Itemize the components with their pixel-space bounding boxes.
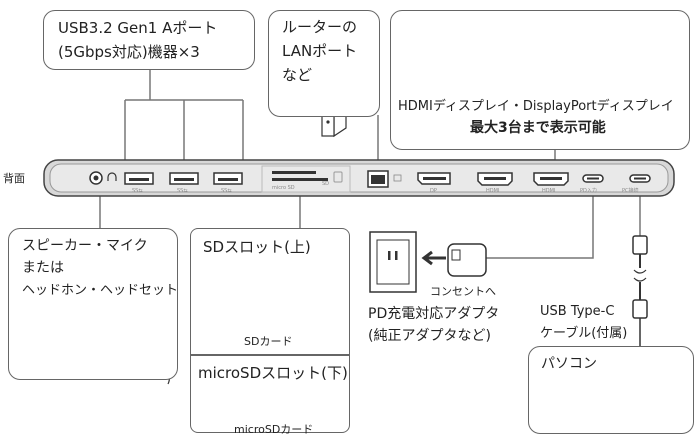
usb-c-pd-port bbox=[582, 174, 604, 183]
hdmi-port bbox=[533, 172, 569, 186]
usb-callout-line1: USB3.2 Gen1 Aポート bbox=[58, 19, 218, 37]
display-callout-line2: 最大3台まで表示可能 bbox=[470, 120, 606, 136]
sd-card-label: SDカード bbox=[244, 335, 293, 348]
usb-a-port bbox=[213, 172, 243, 185]
usb-mark: SS⇆ bbox=[132, 188, 143, 194]
outlet-label: コンセントへ bbox=[430, 285, 496, 298]
cable-label-line2: ケーブル(付属) bbox=[540, 326, 628, 341]
microsd-slot-title: microSDスロット(下) bbox=[198, 364, 348, 382]
display-callout-line1: HDMIディスプレイ・DisplayPortディスプレイ bbox=[398, 99, 674, 114]
connector-lines bbox=[99, 68, 641, 259]
router-callout-line1: ルーターの bbox=[282, 18, 358, 36]
dp-label: DP bbox=[430, 188, 437, 194]
adapter-caption-line1: PD充電対応アダプタ bbox=[368, 306, 500, 322]
display-callout-box bbox=[390, 10, 690, 150]
pc-callout-title: パソコン bbox=[541, 356, 597, 372]
pd-input-label: PD入力 bbox=[580, 187, 597, 194]
pc-connect-label: PC接続 bbox=[622, 187, 639, 194]
speaker-callout-box bbox=[8, 228, 178, 380]
usb-callout-line2: (5Gbps対応)機器×3 bbox=[58, 43, 200, 61]
usb-mark: SS⇆ bbox=[177, 188, 188, 194]
ac-adapter-illustration bbox=[447, 243, 487, 277]
card-slot-label: micro SD bbox=[272, 185, 295, 191]
router-callout-line3: など bbox=[282, 66, 313, 84]
lan-port bbox=[367, 170, 402, 188]
audio-jack-port bbox=[89, 171, 117, 185]
router-callout-box bbox=[268, 10, 380, 117]
hdmi-label: HDMI bbox=[486, 188, 499, 194]
adapter-caption-line2: (純正アダプタなど) bbox=[368, 328, 491, 344]
router-callout-line2: LANポート bbox=[282, 42, 358, 60]
microsd-card-label: microSDカード bbox=[234, 423, 314, 436]
ac-outlet-illustration bbox=[369, 231, 417, 293]
card-reader-slots bbox=[261, 165, 351, 193]
displayport-port bbox=[417, 172, 451, 185]
speaker-callout-line1: スピーカー・マイク bbox=[22, 238, 148, 254]
dock-body bbox=[43, 159, 675, 197]
hdmi-label: HDMI bbox=[542, 188, 555, 194]
usb-mark: SS⇆ bbox=[221, 188, 232, 194]
cable-label-line1: USB Type-C bbox=[540, 304, 615, 319]
usb-a-port bbox=[124, 172, 154, 185]
card-sd-label: SD bbox=[322, 181, 329, 187]
usb-c-cable-illustration bbox=[632, 235, 648, 346]
rear-side-label: 背面 bbox=[3, 172, 25, 185]
hdmi-port bbox=[477, 172, 513, 186]
speaker-callout-line3: ヘッドホン・ヘッドセット bbox=[22, 283, 179, 298]
arrow-to-outlet bbox=[421, 250, 446, 266]
pc-callout-box bbox=[528, 346, 694, 434]
usb-callout-box bbox=[43, 10, 255, 70]
usb-a-port bbox=[169, 172, 199, 185]
speaker-callout-line2: または bbox=[22, 260, 64, 276]
sd-callout-box bbox=[190, 228, 350, 433]
usb-c-pc-port bbox=[629, 174, 651, 183]
sd-divider bbox=[190, 354, 350, 356]
sd-slot-title: SDスロット(上) bbox=[203, 238, 311, 256]
